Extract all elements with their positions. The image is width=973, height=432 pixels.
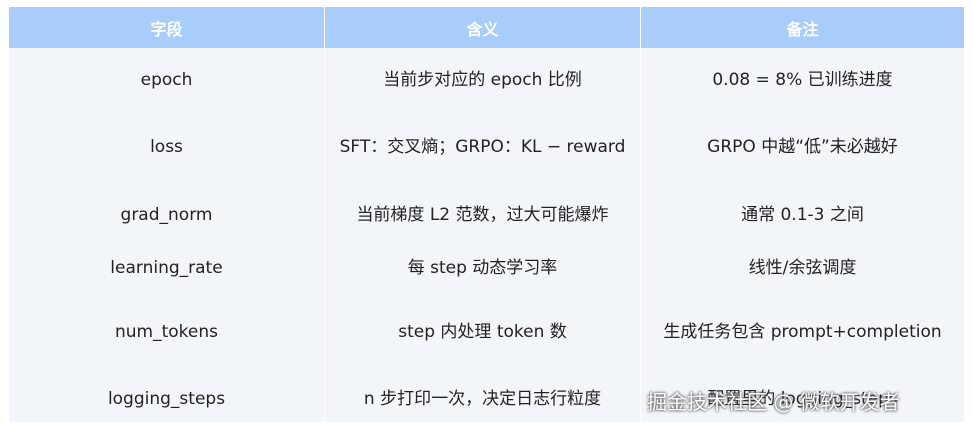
header-row: 字段 含义 备注: [9, 7, 964, 48]
table-row: logging_steps n 步打印一次，决定日志行粒度 配置里的 loggi…: [9, 376, 964, 422]
table-row: grad_norm 当前梯度 L2 范数，过大可能爆炸 通常 0.1-3 之间: [9, 183, 964, 247]
table-row: learning_rate 每 step 动态学习率 线性/余弦调度: [9, 247, 964, 289]
watermark: 掘金技术社区 @ 微软开发者: [647, 390, 900, 414]
cell-note: 通常 0.1-3 之间: [640, 183, 964, 247]
table-row: epoch 当前步对应的 epoch 比例 0.08 = 8% 已训练进度: [9, 48, 964, 112]
header-meaning: 含义: [324, 7, 641, 48]
cell-field: learning_rate: [9, 247, 325, 289]
cell-field: loss: [9, 112, 325, 183]
fields-table: 字段 含义 备注 epoch 当前步对应的 epoch 比例 0.08 = 8%…: [9, 7, 964, 422]
cell-note: 0.08 = 8% 已训练进度: [640, 48, 964, 112]
cell-field: logging_steps: [9, 376, 325, 422]
header-field: 字段: [9, 7, 325, 48]
fields-table-container: 字段 含义 备注 epoch 当前步对应的 epoch 比例 0.08 = 8%…: [9, 7, 964, 422]
cell-meaning: 每 step 动态学习率: [324, 247, 641, 289]
cell-note: 生成任务包含 prompt+completion: [640, 289, 964, 376]
cell-meaning: 当前梯度 L2 范数，过大可能爆炸: [324, 183, 641, 247]
cell-meaning: 当前步对应的 epoch 比例: [324, 48, 641, 112]
table-row: loss SFT：交叉熵；GRPO：KL − reward GRPO 中越“低”…: [9, 112, 964, 183]
cell-meaning: SFT：交叉熵；GRPO：KL − reward: [324, 112, 641, 183]
cell-field: epoch: [9, 48, 325, 112]
table-header: 字段 含义 备注: [9, 7, 964, 48]
cell-field: grad_norm: [9, 183, 325, 247]
cell-field: num_tokens: [9, 289, 325, 376]
cell-meaning: step 内处理 token 数: [324, 289, 641, 376]
header-note: 备注: [640, 7, 964, 48]
table-row: num_tokens step 内处理 token 数 生成任务包含 promp…: [9, 289, 964, 376]
table-body: epoch 当前步对应的 epoch 比例 0.08 = 8% 已训练进度 lo…: [9, 48, 964, 422]
cell-note: GRPO 中越“低”未必越好: [640, 112, 964, 183]
cell-note: 线性/余弦调度: [640, 247, 964, 289]
cell-note: 配置里的 logging_steps: [640, 376, 964, 422]
cell-meaning: n 步打印一次，决定日志行粒度: [324, 376, 641, 422]
